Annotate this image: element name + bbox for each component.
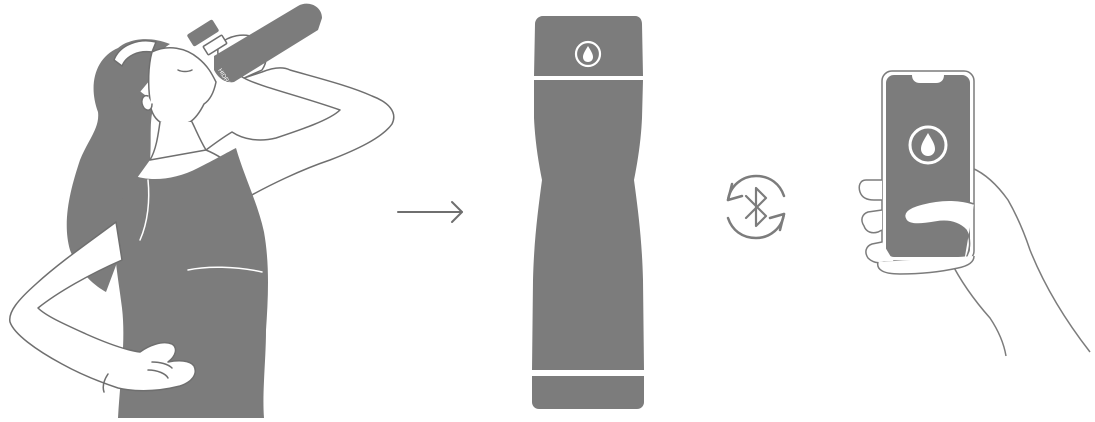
held-bottle: HIDRATE	[187, 3, 322, 93]
wristband	[102, 373, 109, 393]
wrist-line	[949, 259, 1007, 357]
bottle-body	[532, 80, 644, 370]
finger-2	[861, 209, 883, 234]
tank-strap	[139, 179, 150, 241]
app-drop-icon	[908, 125, 948, 165]
sync-arrowhead-bottom	[768, 212, 786, 232]
hand-back	[971, 167, 1091, 353]
ear	[141, 94, 153, 111]
hair-ponytail	[66, 48, 156, 292]
phone-in-hand-illustration	[858, 70, 1091, 357]
bottle-cap-drop-icon	[574, 40, 602, 68]
neck	[149, 121, 207, 161]
palm	[876, 255, 975, 275]
hip-fingers	[147, 361, 173, 379]
phone-notch	[912, 75, 944, 83]
sync-arc-top	[726, 174, 786, 202]
bluetooth-sync-icon	[726, 174, 786, 240]
hip-arm	[9, 221, 196, 392]
raised-arm	[205, 67, 395, 197]
face-outline	[147, 46, 217, 126]
bluetooth-rune	[744, 186, 768, 228]
bottle-cap	[534, 16, 643, 76]
woman-drinking-illustration: HIDRATE	[9, 3, 395, 418]
sync-arrowhead-top	[726, 182, 744, 202]
bust-line	[187, 266, 263, 273]
arrow-right-icon	[397, 201, 463, 223]
finger-1	[858, 179, 882, 201]
bottle-base	[532, 376, 644, 409]
sync-arc-bottom	[726, 212, 786, 240]
smart-bottle	[532, 16, 644, 409]
eye	[177, 69, 193, 73]
thumb	[903, 199, 975, 263]
phone-screen	[886, 75, 970, 257]
